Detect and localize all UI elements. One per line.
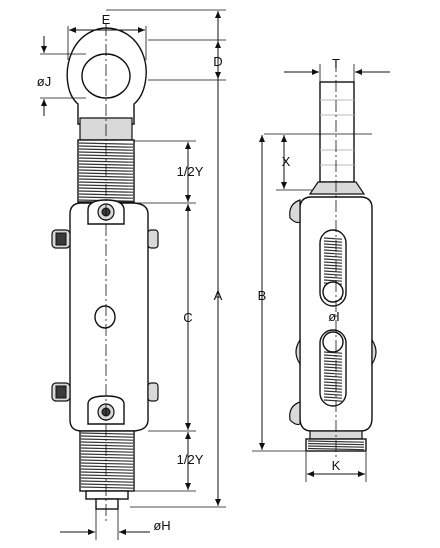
- dim-label-C: C: [183, 310, 192, 325]
- thread-line: [80, 450, 134, 453]
- slot-thread-line: [323, 360, 343, 363]
- thread-line: [80, 438, 134, 441]
- side-tab-upper: [289, 199, 301, 224]
- upper-slot: [319, 229, 347, 307]
- thread-line: [78, 175, 134, 178]
- lower-slot: [319, 329, 347, 407]
- slot-thread-line: [323, 273, 343, 276]
- lower-threaded-rod: [79, 430, 135, 492]
- thread-line: [80, 477, 134, 480]
- slot-thread-line: [323, 276, 343, 279]
- slot-thread-line: [323, 366, 343, 369]
- slot-thread-line: [323, 252, 343, 255]
- slot-thread-line: [323, 390, 343, 393]
- slot-thread-line: [323, 393, 343, 396]
- dim-label-E: E: [102, 12, 111, 27]
- slot-thread-line: [323, 369, 343, 372]
- slot-thread-line: [323, 384, 343, 387]
- dim-label-A: A: [214, 288, 223, 303]
- slot-thread-line: [323, 372, 343, 375]
- slot-thread-line: [323, 261, 343, 264]
- slot-thread-line: [323, 399, 343, 402]
- slot-thread-line: [323, 396, 343, 399]
- side-body: [289, 196, 377, 432]
- thread-line: [78, 181, 134, 184]
- dim-label-K: K: [332, 458, 341, 473]
- thread-line: [80, 468, 134, 471]
- thread-line: [80, 471, 134, 474]
- slot-thread-line: [323, 357, 343, 360]
- thread-line: [80, 435, 134, 438]
- bottom-spigot: [85, 490, 129, 510]
- dim-label-Y-top: 1/2Y: [177, 164, 204, 179]
- slot-thread-line: [323, 375, 343, 378]
- slot-thread-line: [323, 267, 343, 270]
- dim-label-X: X: [282, 154, 291, 169]
- thread-line: [80, 456, 134, 459]
- slot-thread-line: [323, 237, 343, 240]
- thread-line: [78, 142, 134, 145]
- thread-line: [80, 441, 134, 444]
- side-view: [289, 60, 377, 460]
- dim-label-H: øH: [153, 518, 170, 533]
- thread-line: [80, 462, 134, 465]
- slot-thread-line: [323, 354, 343, 357]
- thread-line: [80, 432, 134, 435]
- slot-thread-line: [323, 279, 343, 282]
- slot-thread-line: [323, 243, 343, 246]
- front-dimensions: E øJ D A 1/2Y C 1/2Y øH: [37, 9, 226, 540]
- slot-thread-line: [323, 387, 343, 390]
- thread-line: [80, 459, 134, 462]
- thread-line: [80, 444, 134, 447]
- thread-line: [80, 486, 134, 489]
- slot-thread-line: [323, 246, 343, 249]
- thread-line: [80, 483, 134, 486]
- thread-line: [80, 465, 134, 468]
- slot-thread-line: [323, 240, 343, 243]
- dim-label-Y-bottom: 1/2Y: [177, 452, 204, 467]
- dim-label-J: øJ: [37, 74, 51, 89]
- thread-line: [80, 447, 134, 450]
- slot-thread-line: [323, 255, 343, 258]
- thread-line: [80, 474, 134, 477]
- side-bolt-upper-left: [51, 229, 71, 249]
- eye-head: [66, 27, 147, 141]
- slot-thread-line: [323, 270, 343, 273]
- dim-label-I: øI: [328, 309, 340, 324]
- slot-thread-line: [323, 249, 343, 252]
- thread-line: [78, 196, 134, 199]
- thread-line: [80, 480, 134, 483]
- front-view: [51, 24, 159, 522]
- turnbuckle-body: [51, 199, 159, 432]
- slot-thread-line: [323, 264, 343, 267]
- side-dimensions: T X B øI K: [252, 56, 390, 482]
- center-hole: [94, 305, 116, 329]
- side-bolt-upper-right: [147, 229, 159, 249]
- slot-thread-line: [323, 363, 343, 366]
- slot-thread-line: [323, 378, 343, 381]
- side-tab-lower: [289, 401, 301, 426]
- side-bolt-lower-right: [147, 382, 159, 402]
- dim-label-B: B: [258, 288, 267, 303]
- flat-bar: [308, 81, 366, 195]
- dim-label-T: T: [332, 56, 340, 71]
- slot-thread-line: [323, 258, 343, 261]
- thread-line: [78, 160, 134, 163]
- slot-thread-line: [323, 381, 343, 384]
- thread-line: [78, 157, 134, 160]
- thread-line: [80, 453, 134, 456]
- side-bolt-lower-left: [51, 382, 71, 402]
